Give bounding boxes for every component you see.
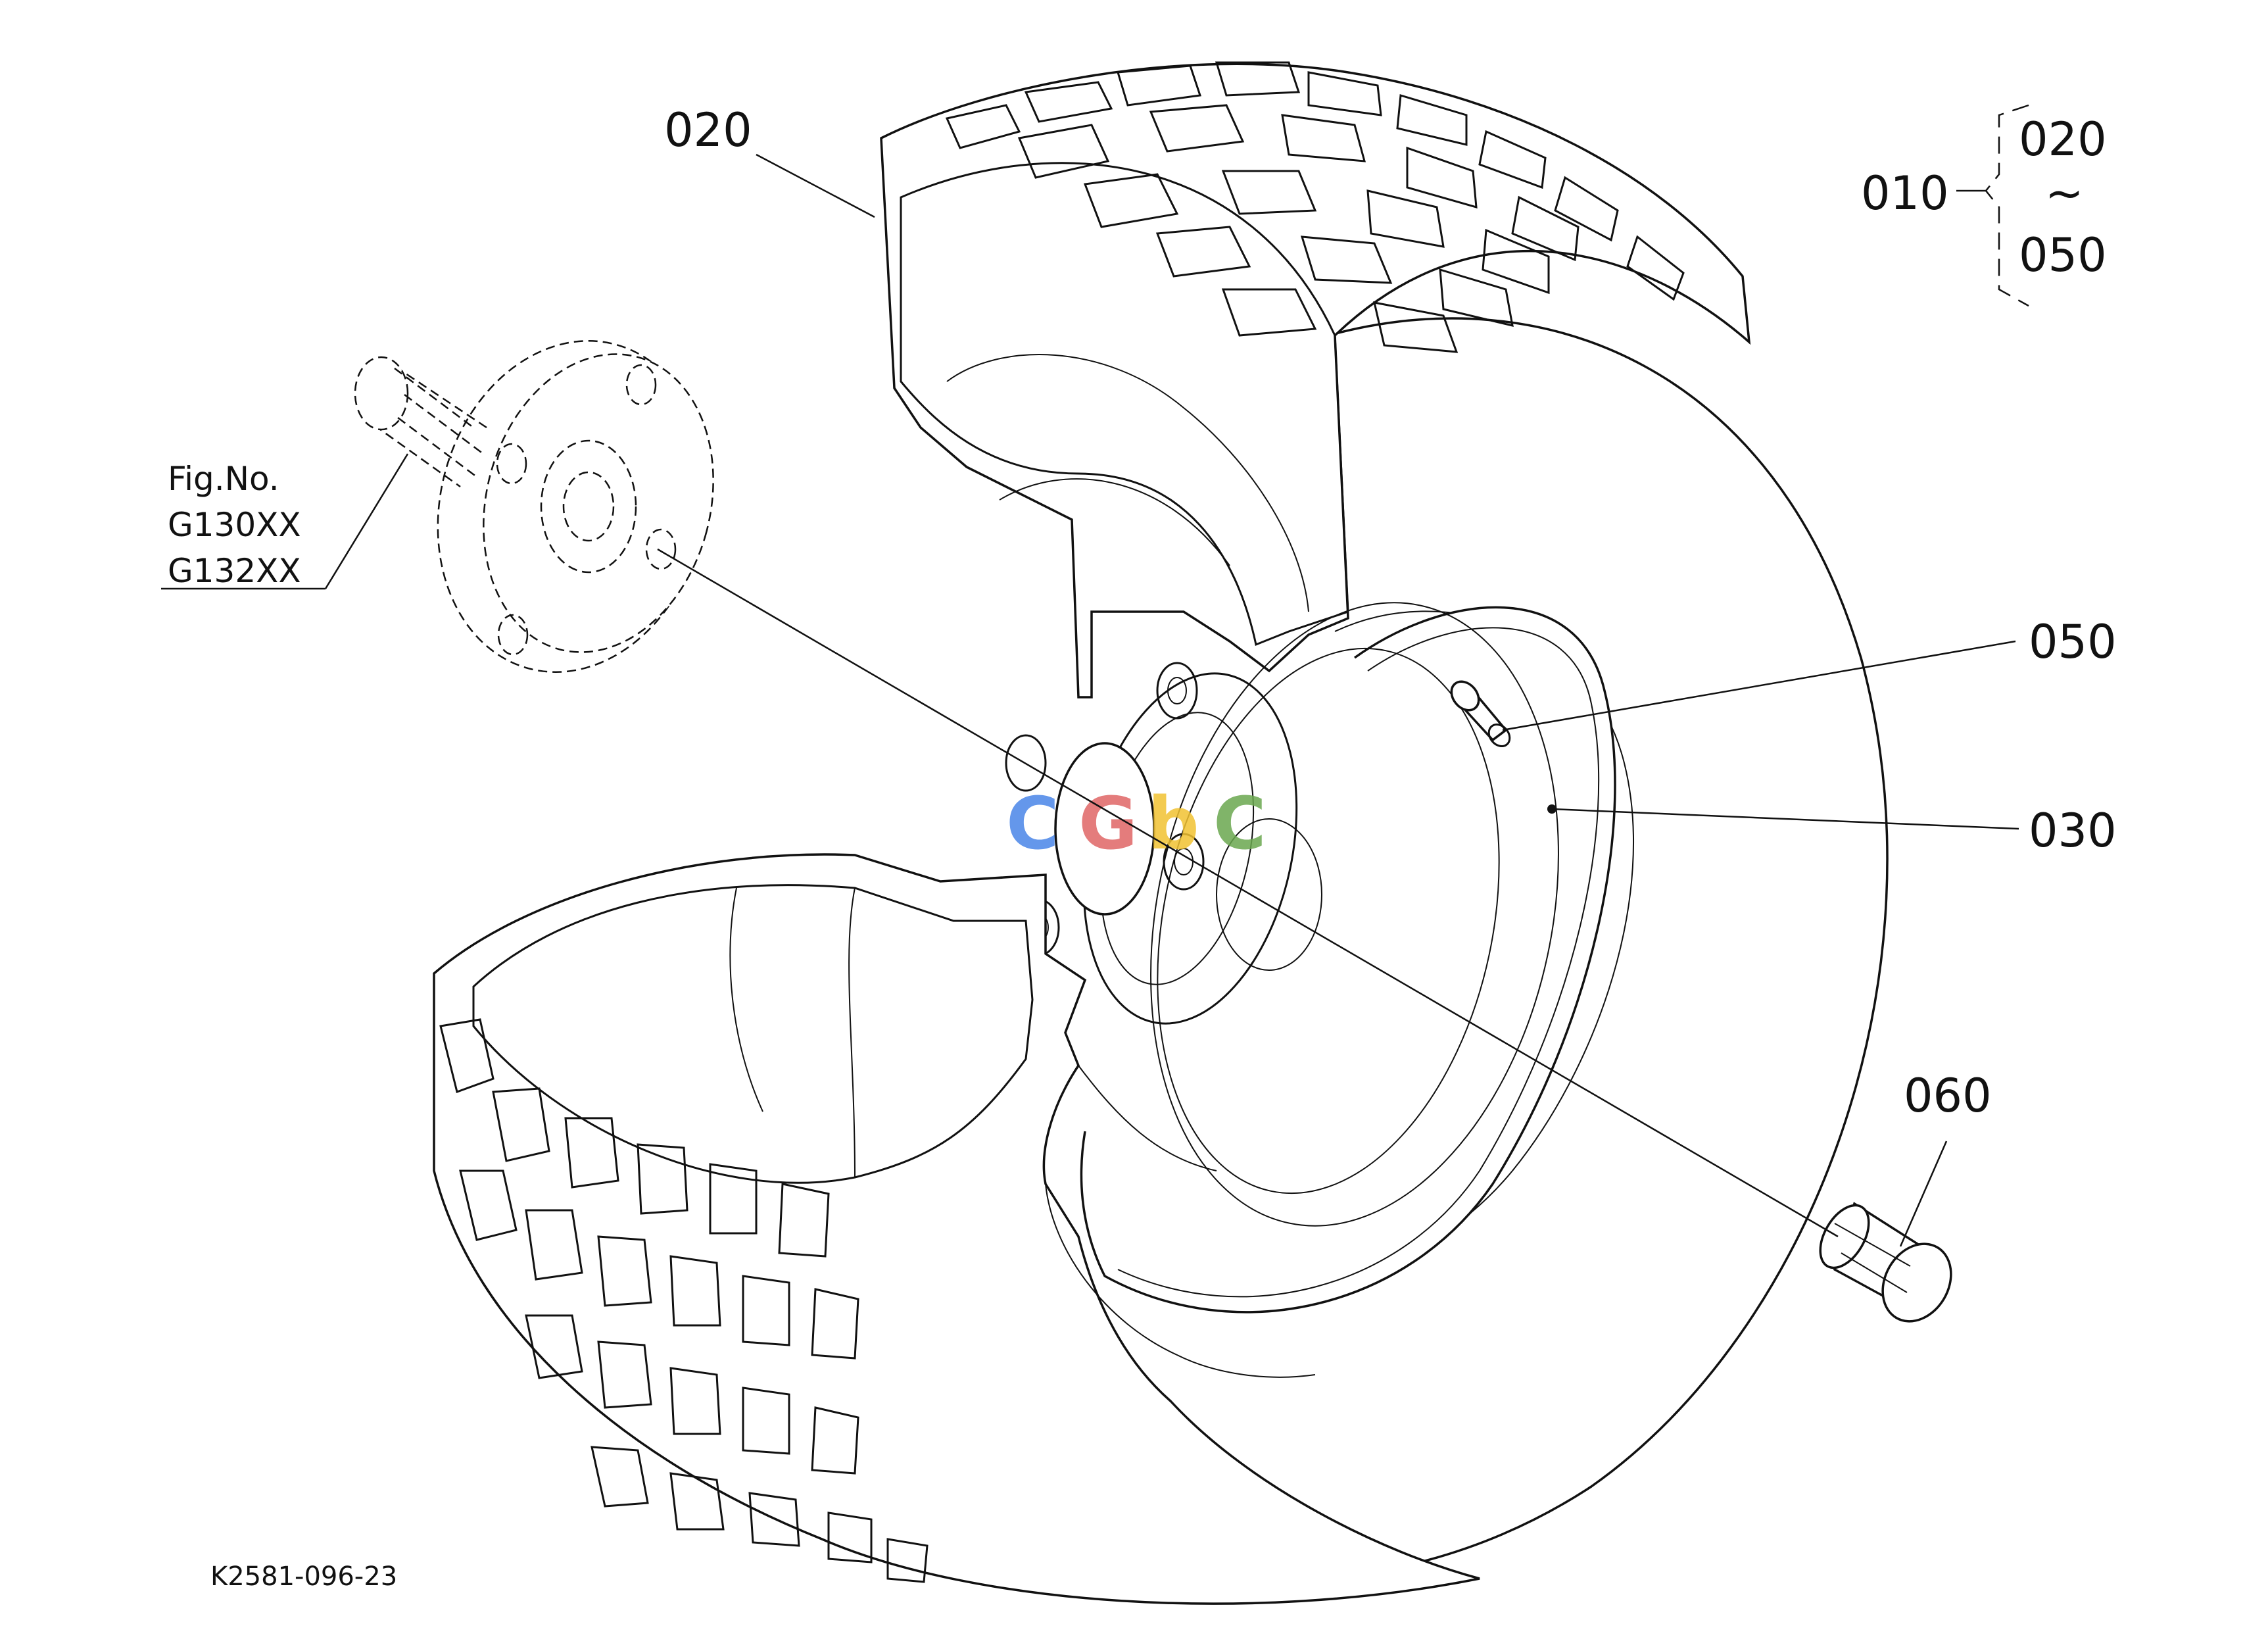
- reference-fig-label: Fig.No.: [168, 460, 279, 498]
- rim-wheel: [1005, 602, 1616, 1314]
- labels: 020 010 020 ~ 050 Fig.No. G130XX G132XX …: [168, 103, 2117, 1592]
- watermark: C G b C: [1006, 781, 1267, 866]
- callout-rim-030: 030: [2029, 804, 2117, 858]
- assembly-range-from: 020: [2019, 112, 2107, 166]
- watermark-letter: C: [1006, 781, 1059, 866]
- tire-upper-section: [880, 62, 1751, 699]
- callout-nut-060: 060: [1904, 1069, 1992, 1123]
- assembly-range-to: 050: [2019, 228, 2107, 282]
- tire-upper-tread: [945, 61, 1685, 353]
- tire-lower-section: [433, 853, 1480, 1605]
- assembly-range-sep: ~: [2045, 166, 2084, 220]
- lug-nut: [1819, 1202, 1952, 1323]
- watermark-letter: C: [1213, 781, 1267, 866]
- reference-fig-number-1: G130XX: [168, 506, 301, 544]
- reference-fig-number-2: G132XX: [168, 552, 301, 590]
- tire-lower-tread: [439, 1018, 929, 1583]
- leader-lines: [161, 104, 2029, 1247]
- axle-hub-flange: [354, 340, 714, 673]
- assembly-part-010: 010: [1861, 166, 1949, 220]
- callout-valve-050: 050: [2029, 615, 2117, 669]
- watermark-letter: b: [1147, 781, 1199, 866]
- drawing-code: K2581-096-23: [210, 1561, 397, 1592]
- callout-tire-020: 020: [664, 103, 752, 157]
